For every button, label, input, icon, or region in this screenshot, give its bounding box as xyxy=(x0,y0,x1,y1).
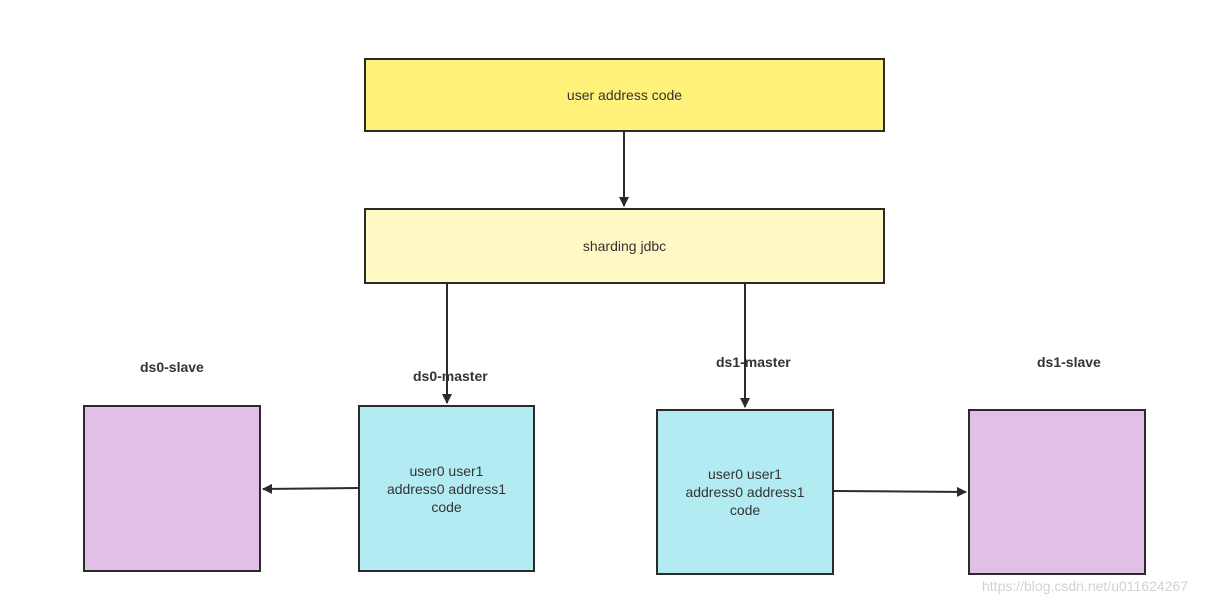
watermark: https://blog.csdn.net/u011624267 xyxy=(982,578,1189,594)
ds1-master-node: user0 user1 address0 address1 code xyxy=(656,409,834,575)
ds1-master-line-2: address0 address1 xyxy=(685,484,805,500)
app-node-label: user address code xyxy=(566,87,683,103)
sharding-jdbc-node: sharding jdbc xyxy=(364,208,885,284)
ds0-master-line-3: code xyxy=(431,498,462,515)
ds1-master-line-1: user0 user1 xyxy=(708,466,782,482)
app-node: user address code xyxy=(364,58,885,132)
ds0-master-line-2: address0 address1 xyxy=(386,480,507,497)
ds0-slave-title: ds0-slave xyxy=(140,359,204,375)
ds1-master-title: ds1-master xyxy=(716,354,791,370)
ds1-master-line-3: code xyxy=(729,502,761,518)
ds0-slave-node xyxy=(83,405,261,572)
sharding-jdbc-label: sharding jdbc xyxy=(582,238,667,254)
ds1-slave-node xyxy=(968,409,1146,575)
ds1-slave-title: ds1-slave xyxy=(1037,354,1101,370)
ds0-master-tables: user0 user1 address0 address1 code xyxy=(387,462,506,516)
ds0-master-line-1: user0 user1 xyxy=(409,462,484,479)
ds0-master-node: user0 user1 address0 address1 code xyxy=(358,405,535,572)
ds1-master-tables: user0 user1 address0 address1 code xyxy=(685,465,804,519)
arrow-ds0-master-to-ds0-slave xyxy=(262,483,359,494)
arrow-ds1-master-to-ds1-slave xyxy=(833,486,967,497)
ds0-master-title: ds0-master xyxy=(413,368,488,384)
